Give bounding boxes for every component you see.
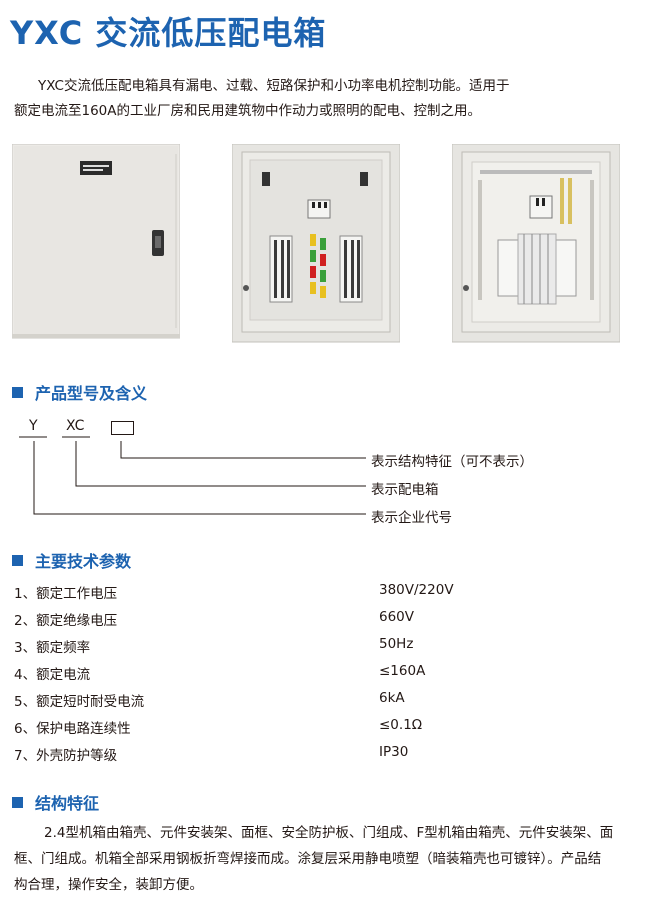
param-row: 7、外壳防护等级 IP30 [14, 744, 614, 766]
param-value: 50Hz [379, 636, 414, 652]
section-title: 产品型号及含义 [35, 384, 148, 403]
section-params-heading: 主要技术参数 [12, 548, 131, 572]
param-value: ≤160A [379, 663, 426, 679]
param-name: 2、额定绝缘电压 [14, 613, 118, 629]
param-value: IP30 [379, 744, 409, 760]
page-title: YXC 交流低压配电箱 [10, 14, 327, 52]
section-features-heading: 结构特征 [12, 790, 99, 814]
param-value: 660V [379, 609, 415, 625]
param-row: 5、额定短时耐受电流 6kA [14, 690, 614, 712]
meaning-distribution-box: 表示配电箱 [371, 482, 439, 498]
features-paragraph: 2.4型机箱由箱壳、元件安装架、面框、安全防护板、门组成、F型机箱由箱壳、元件安… [14, 820, 639, 898]
intro-line-1: YXC交流低压配电箱具有漏电、过载、短路保护和小功率电机控制功能。适用于 [38, 78, 510, 94]
param-value: ≤0.1Ω [379, 717, 423, 733]
meaning-enterprise-code: 表示企业代号 [371, 510, 452, 526]
photo-cabinet-breakers [232, 144, 400, 344]
param-name: 1、额定工作电压 [14, 586, 118, 602]
meaning-structure: 表示结构特征（可不表示） [371, 454, 533, 470]
param-value: 380V/220V [379, 582, 454, 598]
param-row: 1、额定工作电压 380V/220V [14, 582, 614, 604]
param-value: 6kA [379, 690, 405, 706]
intro-paragraph: YXC交流低压配电箱具有漏电、过载、短路保护和小功率电机控制功能。适用于 额定电… [14, 74, 614, 124]
param-name: 7、外壳防护等级 [14, 748, 118, 764]
param-name: 5、额定短时耐受电流 [14, 694, 145, 710]
model-code-xc: XC [66, 418, 85, 434]
param-row: 6、保护电路连续性 ≤0.1Ω [14, 717, 614, 739]
features-line-3: 构合理，操作安全，装卸方便。 [14, 877, 203, 893]
param-name: 4、额定电流 [14, 667, 91, 683]
model-code-y: Y [29, 418, 38, 434]
section-model-heading: 产品型号及含义 [12, 380, 147, 404]
features-line-1: 2.4型机箱由箱壳、元件安装架、面框、安全防护板、门组成、F型机箱由箱壳、元件安… [44, 825, 614, 841]
param-name: 3、额定频率 [14, 640, 91, 656]
param-name: 6、保护电路连续性 [14, 721, 131, 737]
features-line-2: 框、门组成。机箱全部采用钢板折弯焊接而成。涂复层采用静电喷塑（暗装箱壳也可镀锌）… [14, 851, 602, 867]
section-title: 主要技术参数 [35, 552, 132, 571]
section-square-icon [12, 386, 23, 398]
section-square-icon [12, 554, 23, 566]
param-row: 4、额定电流 ≤160A [14, 663, 614, 685]
photo-closed-cabinet [12, 144, 180, 344]
param-row: 3、额定频率 50Hz [14, 636, 614, 658]
param-row: 2、额定绝缘电压 660V [14, 609, 614, 631]
section-square-icon [12, 796, 23, 808]
photo-cabinet-open [452, 144, 620, 344]
intro-line-2: 额定电流至160A的工业厂房和民用建筑物中作动力或照明的配电、控制之用。 [14, 103, 482, 119]
section-title: 结构特征 [35, 794, 100, 813]
model-code-box [111, 421, 134, 435]
